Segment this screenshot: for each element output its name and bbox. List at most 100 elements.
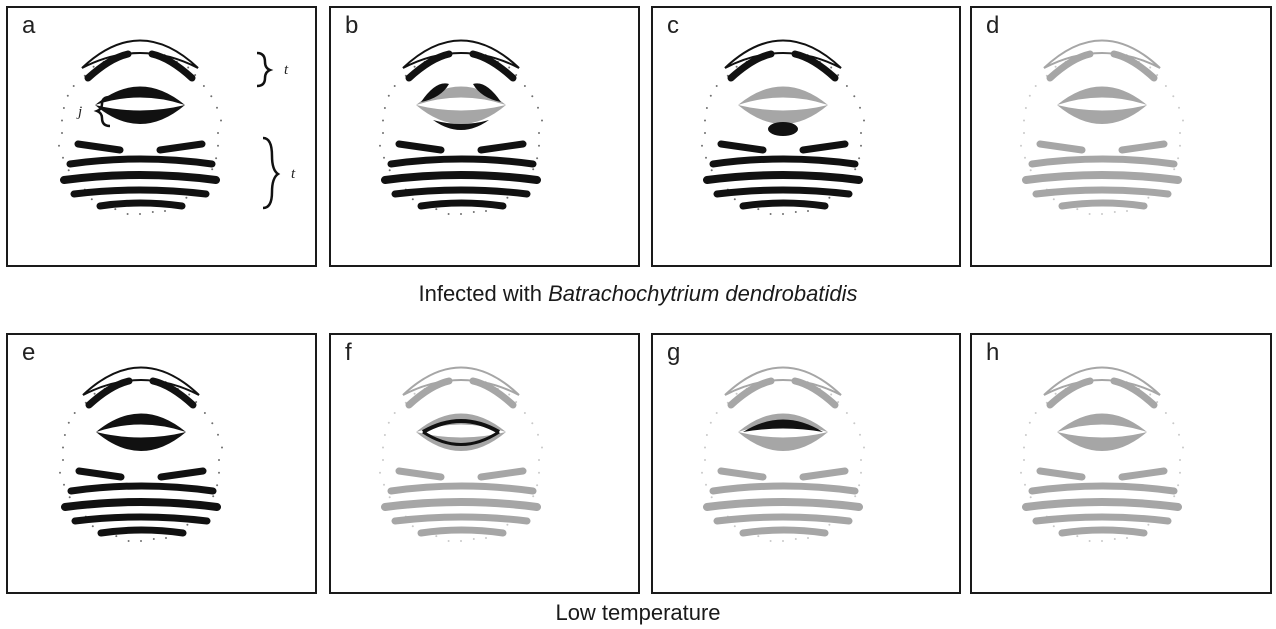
papilla	[1020, 472, 1022, 474]
papilla	[718, 180, 720, 182]
papilla	[807, 537, 809, 539]
papilla	[1025, 107, 1027, 109]
papilla	[782, 540, 784, 542]
lower-tooth-row	[74, 190, 206, 194]
papilla	[818, 531, 820, 533]
lower-tooth-row	[385, 502, 537, 507]
papilla	[175, 204, 177, 206]
papilla	[807, 381, 809, 383]
papilla	[460, 379, 462, 381]
papilla	[536, 157, 538, 159]
papilla	[705, 157, 707, 159]
papilla	[807, 54, 809, 56]
papilla	[210, 95, 212, 97]
lower-tooth-row	[1032, 486, 1174, 491]
papilla	[531, 95, 533, 97]
papilla	[62, 447, 64, 449]
papilla	[394, 412, 396, 414]
papilla	[382, 132, 384, 134]
papilla	[194, 74, 196, 76]
papilla	[405, 189, 407, 191]
papilla	[859, 107, 861, 109]
papilla	[1029, 422, 1031, 424]
papilla	[1126, 381, 1128, 383]
papilla	[216, 107, 218, 109]
papilla	[860, 472, 862, 474]
papilla	[1046, 189, 1048, 191]
papilla	[795, 538, 797, 540]
papilla	[176, 61, 178, 63]
papilla	[485, 537, 487, 539]
lower-tooth-row	[1026, 502, 1178, 507]
papilla	[727, 189, 729, 191]
papilla	[830, 394, 832, 396]
mouthparts	[59, 368, 223, 543]
papilla	[186, 524, 188, 526]
papilla	[85, 516, 87, 518]
papilla	[531, 422, 533, 424]
papilla	[448, 540, 450, 542]
upper-labium	[82, 41, 198, 69]
lower-tooth-row	[100, 203, 182, 206]
papilla	[1064, 531, 1066, 533]
mouthparts	[1020, 368, 1184, 543]
papilla	[1064, 204, 1066, 206]
upper-labium	[1044, 368, 1160, 396]
papilla	[1114, 211, 1116, 213]
papilla	[515, 190, 517, 192]
papilla	[508, 67, 510, 69]
lower-tooth-row	[65, 502, 217, 507]
mouthpart-diagram	[653, 8, 961, 267]
papilla	[73, 85, 75, 87]
papilla	[485, 210, 487, 212]
papilla	[85, 402, 87, 404]
papilla	[1167, 180, 1169, 182]
lower-tooth-row	[713, 486, 855, 491]
papilla	[435, 535, 437, 537]
papilla	[853, 95, 855, 97]
upper-labium	[403, 41, 519, 69]
papilla	[860, 145, 862, 147]
mouthpart-diagram: tjt	[8, 8, 317, 267]
lower-tooth-row	[1036, 517, 1168, 521]
papilla	[746, 61, 748, 63]
mouthpart-diagram	[331, 335, 640, 594]
papilla	[93, 66, 95, 68]
papilla	[58, 145, 60, 147]
papilla	[176, 531, 178, 533]
papilla	[383, 484, 385, 486]
papilla	[405, 402, 407, 404]
papilla	[515, 401, 517, 403]
papilla	[389, 169, 391, 171]
papilla	[423, 531, 425, 533]
papilla	[92, 525, 94, 527]
lower-tooth-row	[1040, 144, 1164, 150]
papilla	[104, 388, 106, 390]
papilla	[1179, 145, 1181, 147]
papilla	[853, 422, 855, 424]
papilla	[538, 472, 540, 474]
papilla	[63, 484, 65, 486]
lower-tooth-row	[1026, 175, 1178, 180]
lower-tooth-row	[717, 190, 849, 194]
papilla	[1023, 120, 1025, 122]
papilla	[103, 531, 105, 533]
papilla	[1076, 208, 1078, 210]
papilla	[541, 120, 543, 122]
papilla	[858, 484, 860, 486]
papilla	[62, 459, 64, 461]
upper-labium	[725, 41, 841, 69]
papilla	[734, 525, 736, 527]
papilla	[846, 412, 848, 414]
lower-jaw-sheath	[1057, 432, 1147, 451]
upper-jaw-sheath	[96, 414, 186, 433]
papilla	[863, 120, 865, 122]
panel-d: d	[970, 6, 1272, 267]
papilla	[194, 190, 196, 192]
lower-tooth-row	[391, 159, 533, 164]
papilla	[701, 472, 703, 474]
papilla	[1177, 484, 1179, 486]
papilla	[1046, 402, 1048, 404]
lower-jaw-sheath	[738, 105, 828, 124]
lower-tooth-row	[385, 175, 537, 180]
